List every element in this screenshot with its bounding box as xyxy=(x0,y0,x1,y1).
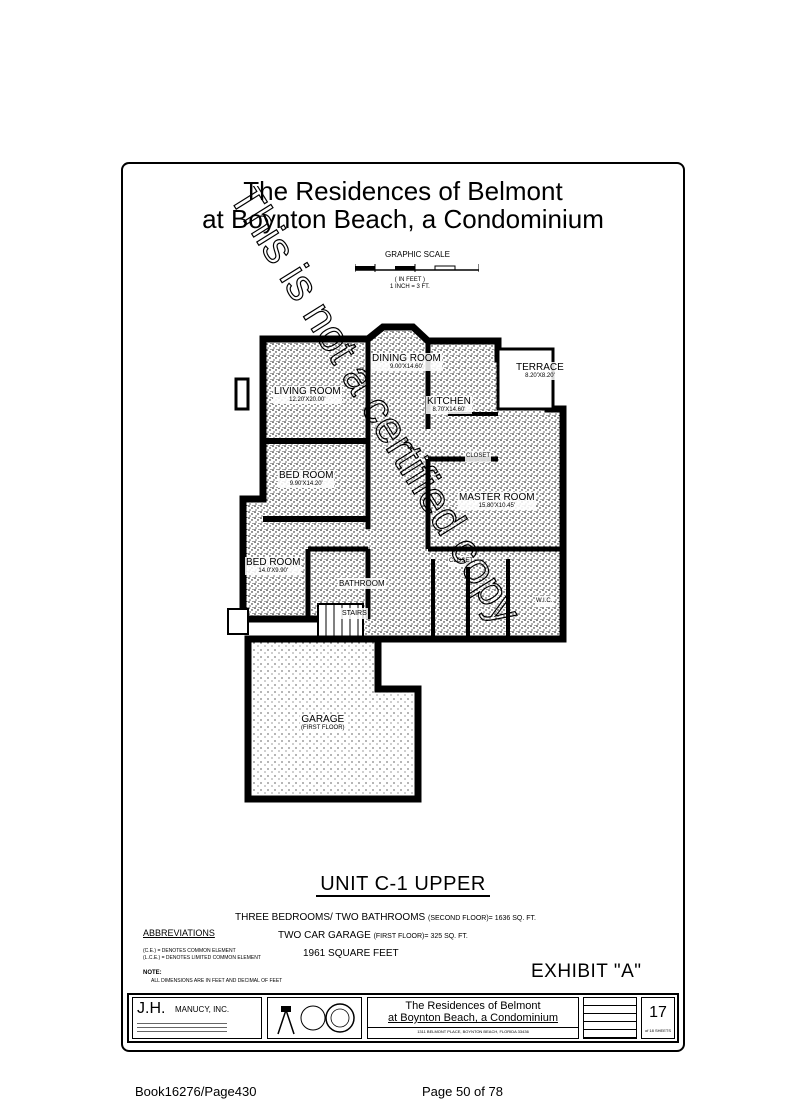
seal-block xyxy=(267,997,362,1039)
project-block-line2: at Boynton Beach, a Condominium xyxy=(388,1012,558,1024)
firm-name: MANUCY, INC. xyxy=(175,1005,230,1014)
firm-address-lines xyxy=(137,1020,227,1035)
room-closet-2: CLOSET xyxy=(448,556,475,567)
spec-total-area: 1961 SQUARE FEET xyxy=(303,948,399,959)
room-bathroom: BATHROOM xyxy=(338,578,386,589)
exhibit-sheet: The Residences of Belmont at Boynton Bea… xyxy=(121,162,685,1052)
note-heading: NOTE: xyxy=(143,970,162,976)
unit-title: UNIT C-1 UPPER xyxy=(123,873,683,897)
exhibit-label: EXHIBIT "A" xyxy=(531,961,642,982)
project-address: 1311 BELMONT PLACE, BOYNTON BEACH, FLORI… xyxy=(368,1027,578,1034)
project-block-line1: The Residences of Belmont xyxy=(405,1000,541,1012)
sheet-number: 17 of 18 SHEETS xyxy=(641,997,675,1039)
abbreviations-heading: ABBREVIATIONS xyxy=(143,928,215,938)
room-stairs: STAIRS xyxy=(341,608,368,619)
room-wic: W.I.C. xyxy=(535,596,554,607)
meta-block xyxy=(583,997,637,1039)
room-garage: GARAGE(FIRST FLOOR) xyxy=(300,714,346,732)
graphic-scale-bar xyxy=(355,264,479,272)
firm-logo: J.H. xyxy=(137,1000,166,1017)
spec-garage: TWO CAR GARAGE (FIRST FLOOR)= 325 SQ. FT… xyxy=(278,930,468,941)
page-count: Page 50 of 78 xyxy=(422,1084,503,1099)
project-block: The Residences of Belmont at Boynton Bea… xyxy=(367,997,579,1039)
project-title-line1: The Residences of Belmont xyxy=(243,176,563,206)
spec-bedrooms: THREE BEDROOMS/ TWO BATHROOMS (SECOND FL… xyxy=(235,912,536,923)
book-page-reference: Book16276/Page430 xyxy=(135,1084,257,1099)
graphic-scale-units: ( IN FEET ) 1 INCH = 3 FT. xyxy=(390,277,430,290)
graphic-scale-label: GRAPHIC SCALE xyxy=(385,250,450,259)
room-closet-1: CLOSET xyxy=(465,451,492,462)
surveyor-seal-icon xyxy=(277,1003,355,1035)
abbreviation-ce: (C.E.) = DENOTES COMMON ELEMENT xyxy=(143,948,236,954)
note-text: ALL DIMENSIONS ARE IN FEET AND DECIMAL O… xyxy=(151,978,283,984)
project-title-line2: at Boynton Beach, a Condominium xyxy=(202,204,604,234)
abbreviation-lce: (L.C.E.) = DENOTES LIMITED COMMON ELEMEN… xyxy=(143,955,261,961)
firm-block: J.H. MANUCY, INC. xyxy=(132,997,262,1039)
title-block: J.H. MANUCY, INC. The Residences of Belm… xyxy=(127,993,679,1043)
